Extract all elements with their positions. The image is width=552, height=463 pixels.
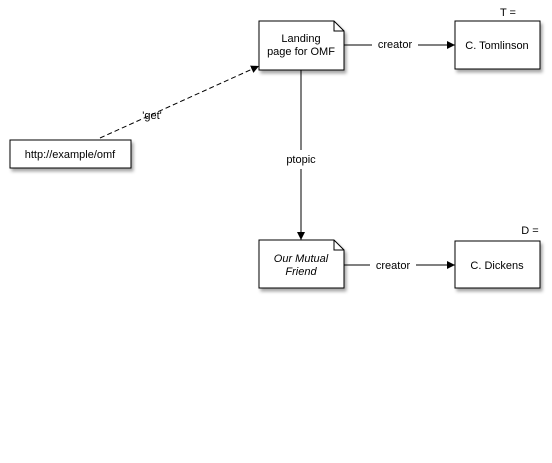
node-tomlinson[interactable]: T = C. Tomlinson xyxy=(454,7,541,70)
edge-get: 'get' xyxy=(99,65,260,139)
edge-creator-bottom-label: creator xyxy=(376,260,411,272)
edge-get-line xyxy=(99,65,260,139)
document-fold xyxy=(333,240,344,251)
document-shape xyxy=(258,20,345,71)
node-dickens-tag: D = xyxy=(521,225,538,237)
node-tomlinson-tag: T = xyxy=(500,7,516,19)
node-dickens-label: C. Dickens xyxy=(470,260,524,272)
node-tomlinson-label: C. Tomlinson xyxy=(465,40,528,52)
node-landing-page[interactable]: Landing page for OMF xyxy=(258,20,345,71)
edge-creator-bottom: creator xyxy=(344,260,455,272)
node-our-mutual-friend[interactable]: Our Mutual Friend xyxy=(258,239,345,289)
document-shape xyxy=(258,239,345,289)
edge-creator-top-label: creator xyxy=(378,39,413,51)
node-url-box xyxy=(9,139,132,169)
node-dickens[interactable]: D = C. Dickens xyxy=(454,225,541,289)
node-our-mutual-friend-line-1: Our Mutual xyxy=(274,253,329,265)
edge-get-label: 'get' xyxy=(142,110,162,122)
node-landing-page-line-2: page for OMF xyxy=(267,46,335,58)
edge-ptopic: ptopic xyxy=(286,70,316,240)
node-landing-page-line-1: Landing xyxy=(281,33,320,45)
node-url-label: http://example/omf xyxy=(25,149,116,161)
node-our-mutual-friend-line-2: Friend xyxy=(285,266,317,278)
document-fold xyxy=(333,21,344,32)
edge-ptopic-label: ptopic xyxy=(286,154,316,166)
node-tomlinson-box xyxy=(454,20,541,70)
edge-creator-top: creator xyxy=(344,39,455,51)
node-url[interactable]: http://example/omf xyxy=(9,139,132,169)
node-dickens-box xyxy=(454,240,541,289)
